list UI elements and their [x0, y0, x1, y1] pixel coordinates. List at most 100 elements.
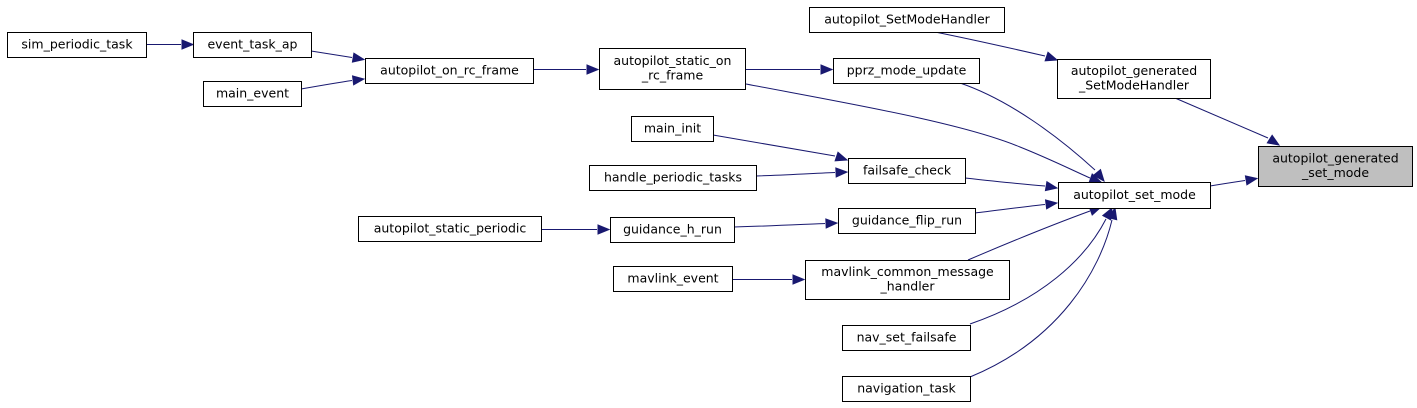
node-autopilot_generated_SetModeHandler[interactable]: autopilot_generated_SetModeHandler [1057, 59, 1211, 99]
node-label: mavlink_event [627, 270, 718, 285]
node-autopilot_on_rc_frame[interactable]: autopilot_on_rc_frame [365, 58, 534, 84]
node-label: nav_set_failsafe [857, 329, 957, 344]
node-label: mavlink_common_message [821, 264, 994, 279]
arrowhead-icon [1092, 168, 1105, 183]
node-mavlink_common_message_handler[interactable]: mavlink_common_message_handler [805, 260, 1010, 300]
edge-autopilot_static_on_rc_frame-to-pprz_mode_update [745, 64, 834, 75]
node-label: sim_periodic_task [21, 36, 133, 51]
node-box [809, 7, 1005, 33]
node-label: _SetModeHandler [1078, 78, 1190, 93]
edge-guidance_h_run-to-guidance_flip_run [733, 218, 839, 229]
arrowhead-icon [351, 52, 366, 63]
node-label: autopilot_generated [1071, 63, 1197, 78]
edge-line [1174, 97, 1269, 139]
edge-line [1209, 180, 1246, 187]
arrowhead-icon [792, 274, 806, 285]
node-autopilot_SetModeHandler[interactable]: autopilot_SetModeHandler [809, 7, 1005, 33]
node-box [589, 165, 757, 191]
edge-autopilot_static_periodic-to-guidance_h_run [541, 224, 611, 235]
node-box [1258, 146, 1413, 187]
node-guidance_flip_run[interactable]: guidance_flip_run [838, 208, 976, 234]
edge-main_init-to-failsafe_check [712, 134, 849, 162]
edge-mavlink_event-to-mavlink_common_message_handler [732, 274, 806, 285]
nodes-layer: sim_periodic_task event_task_ap main_event… [7, 7, 1413, 402]
node-autopilot_static_on_rc_frame[interactable]: autopilot_static_on_rc_frame [599, 48, 746, 90]
edges-layer [147, 31, 1281, 378]
node-label: autopilot_SetModeHandler [824, 11, 990, 26]
arrowhead-icon [1044, 199, 1059, 210]
node-sim_periodic_task[interactable]: sim_periodic_task [7, 32, 147, 58]
arrowhead-icon [351, 75, 366, 86]
node-box [631, 116, 714, 142]
node-box [842, 376, 971, 402]
edge-main_event-to-autopilot_on_rc_frame [300, 75, 366, 90]
edge-sim_periodic_task-to-event_task_ap [147, 39, 195, 50]
edge-mavlink_common_message_handler-to-autopilot_set_mode [967, 206, 1103, 261]
node-label: autopilot_static_on [614, 53, 732, 68]
node-main_init[interactable]: main_init [631, 116, 714, 142]
node-box [365, 58, 534, 84]
edge-line [300, 80, 353, 90]
node-autopilot_generated_set_mode[interactable]: autopilot_generated_set_mode [1258, 146, 1413, 187]
node-label: main_event [216, 85, 289, 100]
node-pprz_mode_update[interactable]: pprz_mode_update [833, 58, 980, 84]
arrowhead-icon [1266, 134, 1281, 146]
node-label: main_init [644, 120, 701, 135]
edge-line [967, 210, 1091, 261]
node-nav_set_failsafe[interactable]: nav_set_failsafe [842, 325, 971, 351]
arrowhead-icon [825, 218, 839, 229]
node-event_task_ap[interactable]: event_task_ap [193, 32, 312, 58]
node-failsafe_check[interactable]: failsafe_check [848, 158, 966, 184]
arrowhead-icon [820, 64, 834, 75]
node-label: event_task_ap [207, 36, 297, 51]
edge-failsafe_check-to-autopilot_set_mode [964, 177, 1059, 192]
node-box [848, 158, 966, 184]
node-navigation_task[interactable]: navigation_task [842, 376, 971, 402]
edge-line [969, 218, 1107, 325]
edge-autopilot_SetModeHandler-to-autopilot_generated_SetModeHandler [934, 31, 1059, 62]
node-guidance_h_run[interactable]: guidance_h_run [610, 217, 735, 243]
edge-line [712, 134, 836, 157]
arrowhead-icon [597, 224, 611, 235]
arrowhead-icon [1107, 206, 1118, 221]
node-box [1058, 182, 1211, 209]
edge-line [310, 50, 353, 58]
edge-line [745, 83, 1091, 179]
node-label: _set_mode [1301, 165, 1369, 180]
arrowhead-icon [1044, 51, 1059, 62]
edge-pprz_mode_update-to-autopilot_set_mode [959, 82, 1105, 183]
edge-handle_periodic_tasks-to-failsafe_check [755, 167, 849, 178]
node-box [842, 325, 971, 351]
node-label: guidance_flip_run [852, 212, 962, 227]
node-box [1057, 59, 1211, 99]
node-box [610, 217, 735, 243]
node-box [838, 208, 976, 234]
node-autopilot_set_mode[interactable]: autopilot_set_mode [1058, 182, 1211, 209]
node-label: pprz_mode_update [847, 62, 967, 77]
node-label: _handler [880, 279, 936, 294]
node-mavlink_event[interactable]: mavlink_event [613, 266, 733, 292]
node-handle_periodic_tasks[interactable]: handle_periodic_tasks [589, 165, 757, 191]
node-label: autopilot_set_mode [1073, 187, 1196, 202]
arrowhead-icon [181, 39, 195, 50]
edge-navigation_task-to-autopilot_set_mode [969, 206, 1118, 378]
node-box [833, 58, 980, 84]
node-label: failsafe_check [863, 162, 952, 177]
edge-line [959, 82, 1096, 171]
edge-line [733, 223, 826, 228]
edge-line [974, 204, 1046, 214]
node-autopilot_static_periodic[interactable]: autopilot_static_periodic [358, 216, 542, 242]
node-box [7, 32, 147, 58]
node-label: guidance_h_run [623, 221, 722, 236]
edge-autopilot_generated_SetModeHandler-to-autopilot_generated_set_mode [1174, 97, 1281, 146]
node-box [203, 81, 302, 107]
node-box [193, 32, 312, 58]
arrowhead-icon [1044, 180, 1059, 192]
node-label: navigation_task [857, 380, 956, 395]
node-main_event[interactable]: main_event [203, 81, 302, 107]
edge-autopilot_set_mode-to-autopilot_generated_set_mode [1209, 175, 1259, 187]
edge-line [755, 172, 836, 177]
edge-line [964, 177, 1046, 187]
node-label: autopilot_on_rc_frame [380, 62, 519, 77]
